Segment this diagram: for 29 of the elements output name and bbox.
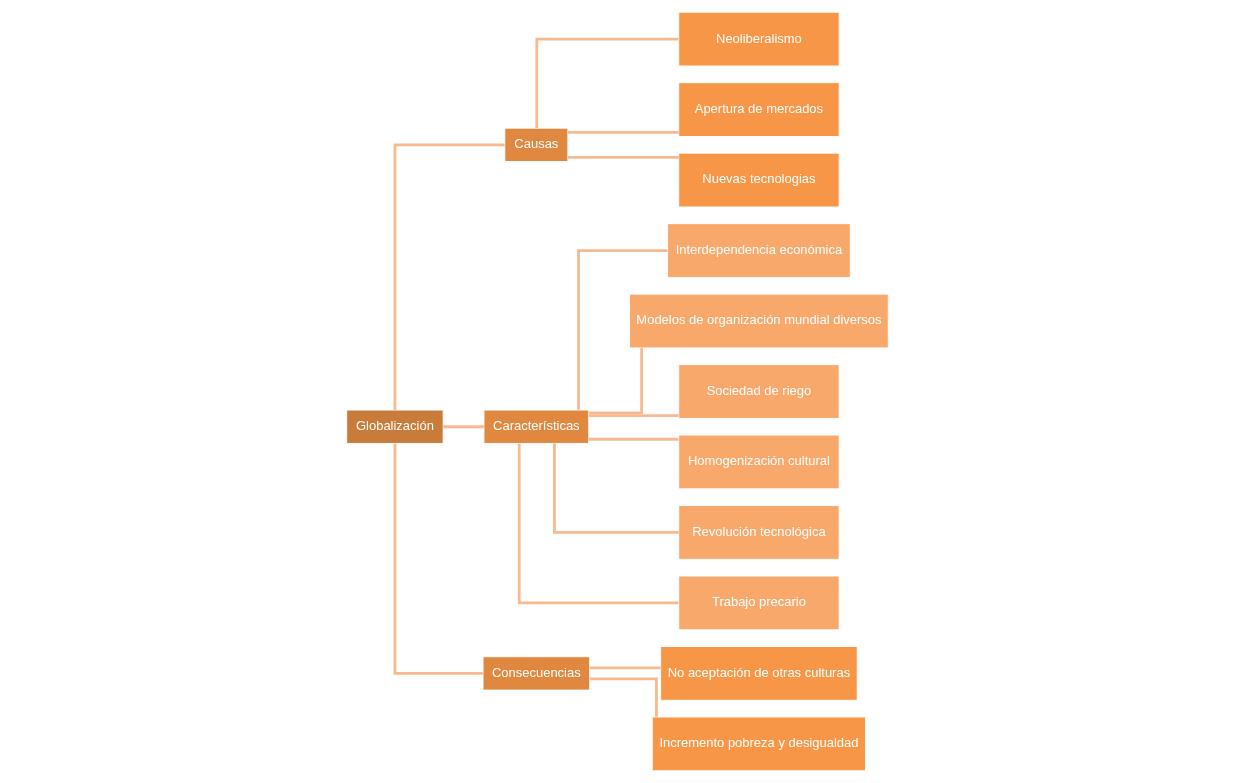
connector bbox=[589, 348, 643, 415]
connector bbox=[517, 443, 679, 605]
connector bbox=[577, 249, 668, 410]
node-box: No aceptación de otras culturas bbox=[660, 646, 858, 701]
node-box: Nuevas tecnologias bbox=[678, 152, 840, 208]
connector bbox=[443, 425, 484, 429]
connector bbox=[535, 37, 679, 129]
connector bbox=[393, 143, 505, 410]
connector bbox=[553, 443, 679, 534]
node-box: Incremento pobreza y desigualdad bbox=[651, 716, 867, 772]
node-box: Homogenización cultural bbox=[678, 434, 840, 490]
node-box: Interdependencia económica bbox=[667, 223, 851, 278]
node-box: Características bbox=[483, 409, 590, 444]
connector bbox=[568, 130, 679, 134]
connector bbox=[393, 443, 483, 675]
connector bbox=[588, 437, 679, 441]
node-box: Causas bbox=[504, 127, 569, 162]
node-box: Globalización bbox=[346, 409, 444, 444]
connector bbox=[589, 677, 658, 717]
node-box: Apertura de mercados bbox=[678, 82, 840, 137]
connector bbox=[568, 155, 679, 159]
node-box: Consecuencias bbox=[482, 656, 591, 691]
node-box: Trabajo precario bbox=[678, 575, 840, 631]
node-box: Neoliberalismo bbox=[678, 11, 840, 67]
node-box: Revolución tecnológica bbox=[678, 505, 840, 560]
connector bbox=[588, 414, 679, 417]
node-box: Modelos de organización mundial diversos bbox=[629, 293, 889, 349]
connector bbox=[589, 666, 661, 670]
node-box: Sociedad de riego bbox=[678, 364, 840, 419]
